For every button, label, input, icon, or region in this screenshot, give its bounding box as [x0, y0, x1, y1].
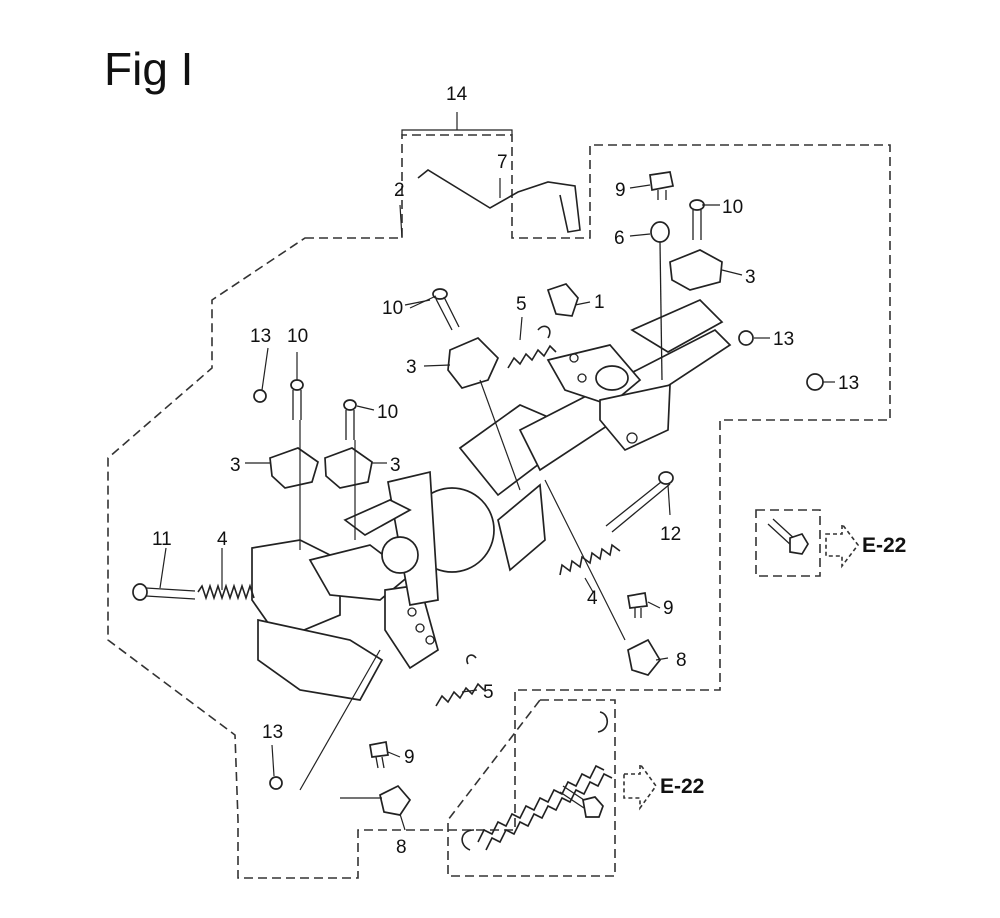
- callout-11: 11: [152, 529, 172, 550]
- screw-10-left: [290, 379, 304, 420]
- screw-10-leftmid: [343, 399, 357, 440]
- part-9-top-cap: [649, 171, 675, 200]
- nut-13-right2: [806, 373, 824, 391]
- leader-lines: [159, 178, 835, 831]
- cap-9-bottom: [369, 741, 389, 769]
- kit-14-bracket: [401, 112, 513, 135]
- callout-14: 14: [446, 84, 468, 105]
- part-6-washer: [650, 221, 670, 381]
- assembly-outline: [107, 134, 891, 879]
- nut-13-bottom: [269, 776, 283, 790]
- knob-8-right: [627, 638, 662, 676]
- ref-box-bottom-spring: [461, 711, 613, 851]
- callout-8-right: 8: [676, 650, 687, 671]
- callout-9-bottom: 9: [404, 747, 415, 768]
- callout-9-right: 9: [663, 598, 674, 619]
- spring-4-left: [197, 583, 255, 601]
- callout-4-left: 4: [217, 529, 228, 550]
- ref-arrow-top: [825, 521, 860, 569]
- clip-left-b: [324, 447, 373, 489]
- callout-10-leftmid: 10: [377, 402, 398, 423]
- control-rod: [417, 169, 581, 233]
- ref-box-bottom-bolt: [559, 785, 604, 818]
- callout-13-bottom: 13: [262, 722, 283, 743]
- callout-8-bottom: 8: [396, 837, 407, 858]
- callout-4-right: 4: [587, 588, 598, 609]
- callout-6: 6: [614, 228, 625, 249]
- screw-10-top: [689, 199, 705, 240]
- throttle-arm-right: [546, 298, 724, 452]
- callout-3-leftA: 3: [230, 455, 241, 476]
- nut-13-right1: [738, 330, 754, 346]
- callout-12: 12: [660, 524, 681, 545]
- long-screw-11: [132, 583, 196, 601]
- spring-5-bottom: [435, 654, 485, 707]
- callout-7: 7: [497, 152, 508, 173]
- callout-10-center: 10: [382, 298, 403, 319]
- ref-label-bottom: E-22: [660, 775, 704, 798]
- callout-5-top: 5: [516, 294, 527, 315]
- ref-box-bottom: [447, 699, 616, 877]
- callout-3-right: 3: [745, 267, 756, 288]
- screw-10-center: [432, 288, 460, 331]
- spring-4-right: [559, 543, 621, 576]
- callout-10-left: 10: [287, 326, 308, 347]
- spring-5-top: [507, 325, 557, 369]
- callout-1: 1: [594, 292, 605, 313]
- callout-9-top: 9: [615, 180, 626, 201]
- callout-10-top: 10: [722, 197, 743, 218]
- clip-left-a: [269, 447, 319, 489]
- callout-5-bottom: 5: [483, 682, 494, 703]
- callout-13-right2: 13: [838, 373, 859, 394]
- callout-3-center: 3: [406, 357, 417, 378]
- choke-plate-left: [251, 470, 439, 701]
- ref-box-top-bolt: [767, 518, 809, 555]
- part-1-clip: [546, 283, 579, 317]
- nut-13-lefttop: [253, 389, 267, 403]
- clip-center: [447, 336, 500, 389]
- figure-title: Fig I: [104, 43, 194, 95]
- ref-arrow-bottom: [623, 761, 657, 811]
- clip-right-top: [669, 249, 723, 291]
- ref-label-top: E-22: [862, 534, 906, 557]
- knob-8-bottom: [379, 784, 412, 816]
- callout-3-leftB: 3: [390, 455, 401, 476]
- callout-13-lefttop: 13: [250, 326, 271, 347]
- cap-9-right: [627, 592, 648, 618]
- callout-13-right1: 13: [773, 329, 794, 350]
- bolt-12: [605, 471, 674, 533]
- callout-2: 2: [394, 180, 405, 201]
- ref-box-top: [755, 509, 821, 577]
